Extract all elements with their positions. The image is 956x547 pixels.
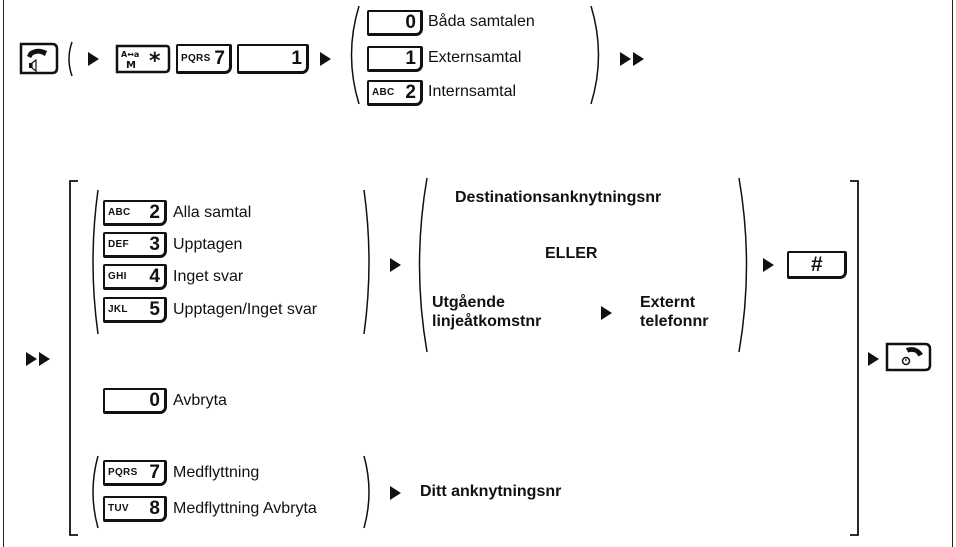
arrow-line-to-external xyxy=(601,306,612,320)
key-main: 0 xyxy=(149,390,160,411)
key-main: 7 xyxy=(214,48,225,69)
key-sub: PQRS xyxy=(181,53,211,64)
arrow-3a xyxy=(620,52,631,66)
key-def-3-busy[interactable]: DEF 3 xyxy=(103,232,167,258)
cancel-label: Avbryta xyxy=(173,392,227,409)
external-line2: telefonnr xyxy=(640,313,709,331)
key-main: 1 xyxy=(405,48,416,69)
feature-star-key[interactable]: A↔a M * xyxy=(115,44,171,74)
key-main: 2 xyxy=(149,202,160,223)
bracket-right xyxy=(850,180,859,536)
own-extension-number: Ditt anknytningsnr xyxy=(420,483,562,500)
key-sub: JKL xyxy=(108,304,128,315)
paren-left-follow xyxy=(92,455,99,529)
paren-left-small xyxy=(68,41,73,77)
key-ghi-4-no-answer[interactable]: GHI 4 xyxy=(103,264,167,290)
key-main: 5 xyxy=(149,299,160,320)
paren-right-options xyxy=(590,5,600,105)
on-hook-icon[interactable] xyxy=(885,340,933,374)
arrow-to-own-extension xyxy=(390,486,401,500)
bracket-left xyxy=(69,180,78,536)
external-line1: Externt xyxy=(640,294,696,311)
svg-text:A↔a: A↔a xyxy=(121,50,139,59)
follow-me-label: Medflyttning xyxy=(173,464,260,481)
paren-right-follow xyxy=(363,455,370,529)
svg-text:M: M xyxy=(126,60,136,71)
paren-right-destination xyxy=(738,177,748,353)
off-hook-icon[interactable] xyxy=(19,42,59,76)
mode-busy-no-answer: Upptagen/Inget svar xyxy=(173,301,318,318)
frame-right-border xyxy=(952,0,953,547)
key-pqrs-7-top[interactable]: PQRS 7 xyxy=(176,44,232,74)
arrow-3b xyxy=(633,52,644,66)
option-internal: Internsamtal xyxy=(428,83,517,100)
key-sub: DEF xyxy=(108,239,129,250)
key-1-top[interactable]: 1 xyxy=(237,44,309,74)
mode-all-calls: Alla samtal xyxy=(173,204,252,221)
external-phone-number: Externt telefonnr xyxy=(640,293,708,331)
line-access-number: Utgående linjeåtkomstnr xyxy=(432,293,541,331)
key-main: 0 xyxy=(405,12,416,33)
key-0-both[interactable]: 0 xyxy=(367,10,423,36)
key-abc-2-internal[interactable]: ABC 2 xyxy=(367,80,423,106)
follow-me-cancel-label: Medflyttning Avbryta xyxy=(173,500,317,517)
mode-busy: Upptagen xyxy=(173,236,243,253)
mode-no-answer: Inget svar xyxy=(173,268,244,285)
arrow-to-destination xyxy=(390,258,401,272)
key-0-cancel[interactable]: 0 xyxy=(103,388,167,414)
key-main: 2 xyxy=(405,82,416,103)
paren-left-options xyxy=(350,5,360,105)
arrow-continue-b xyxy=(39,352,50,366)
svg-text:*: * xyxy=(149,49,161,74)
frame-left-border xyxy=(3,0,4,547)
arrow-1 xyxy=(88,52,99,66)
key-sub: ABC xyxy=(372,87,395,98)
key-main: 4 xyxy=(149,266,160,287)
or-label: ELLER xyxy=(545,245,598,262)
paren-right-mode xyxy=(363,189,370,335)
key-abc-2-all[interactable]: ABC 2 xyxy=(103,200,167,226)
option-external: Externsamtal xyxy=(428,49,522,66)
line-access-line2: linjeåtkomstnr xyxy=(432,313,542,331)
paren-left-mode xyxy=(92,189,99,335)
key-sub: TUV xyxy=(108,503,129,514)
key-main: 7 xyxy=(149,462,160,483)
key-sub: ABC xyxy=(108,207,131,218)
key-jkl-5-busy-no-answer[interactable]: JKL 5 xyxy=(103,297,167,323)
destination-extension: Destinationsanknytningsnr xyxy=(455,189,662,206)
key-main: 3 xyxy=(149,234,160,255)
key-sub: GHI xyxy=(108,271,127,282)
key-main: 1 xyxy=(291,48,302,69)
key-hash[interactable]: # xyxy=(787,251,847,279)
paren-left-destination xyxy=(418,177,428,353)
arrow-continue-a xyxy=(26,352,37,366)
key-pqrs-7-follow[interactable]: PQRS 7 xyxy=(103,460,167,486)
key-main: # xyxy=(810,253,823,276)
key-sub: PQRS xyxy=(108,467,138,478)
arrow-2 xyxy=(320,52,331,66)
option-both-calls: Båda samtalen xyxy=(428,13,535,30)
arrow-to-hangup xyxy=(868,352,879,366)
key-1-external[interactable]: 1 xyxy=(367,46,423,72)
line-access-line1: Utgående xyxy=(432,294,505,311)
key-tuv-8-follow-cancel[interactable]: TUV 8 xyxy=(103,496,167,522)
key-main: 8 xyxy=(149,498,160,519)
arrow-to-hash xyxy=(763,258,774,272)
